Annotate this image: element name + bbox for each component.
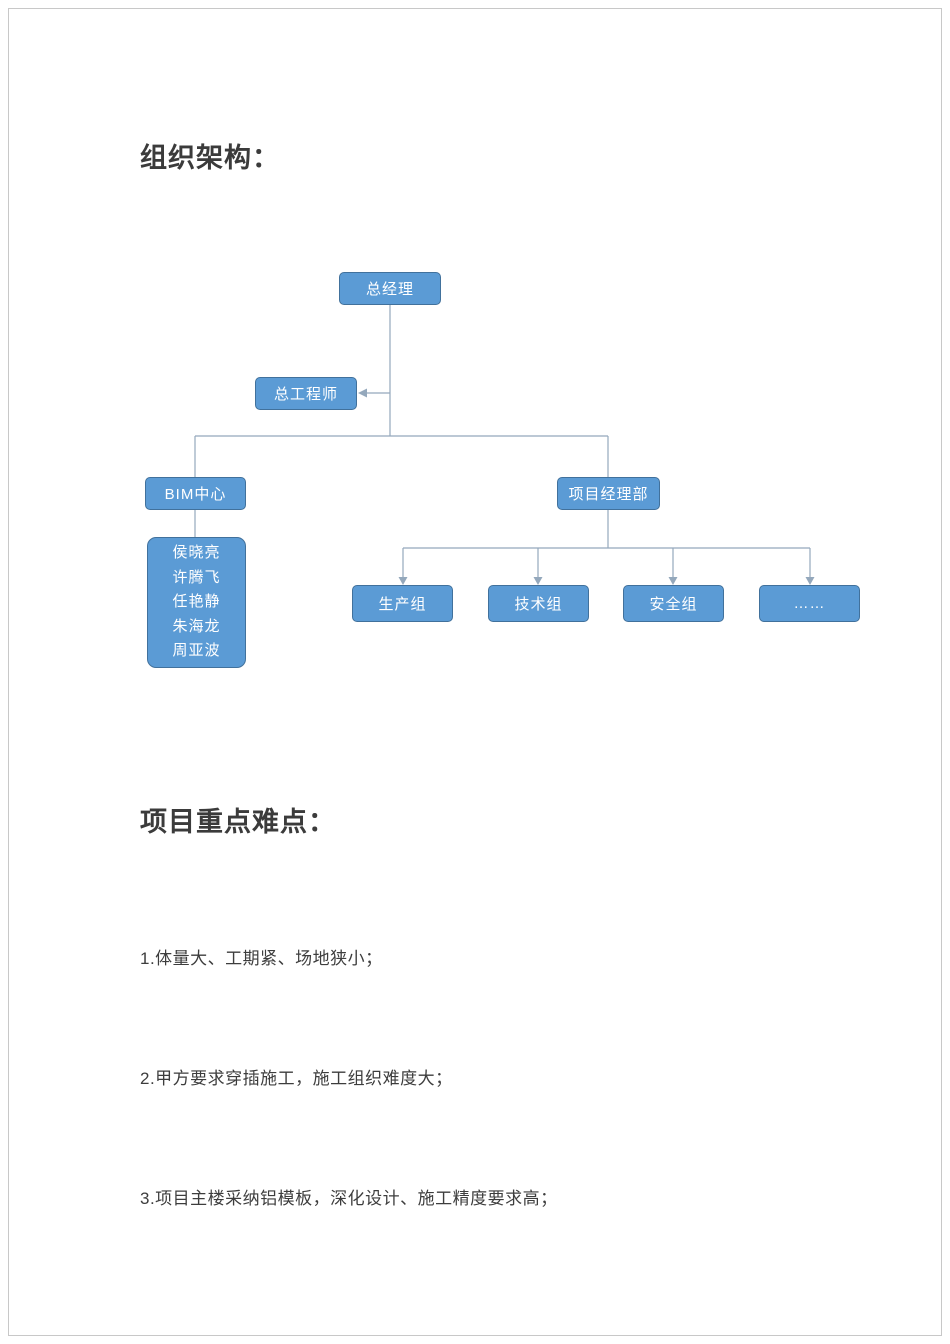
org-node-bim-members-list: 侯晓亮 许腾飞 任艳静 朱海龙 周亚波 xyxy=(147,537,246,668)
org-node-technology-group: 技术组 xyxy=(488,585,589,622)
org-node-production-group: 生产组 xyxy=(352,585,453,622)
bim-member-name: 侯晓亮 xyxy=(172,544,221,562)
difficulty-point-1: 1.体量大、工期紧、场地狭小； xyxy=(140,949,383,968)
bim-member-name: 朱海龙 xyxy=(172,617,221,635)
bim-member-name: 周亚波 xyxy=(172,642,221,660)
org-node-bim-center: BIM中心 xyxy=(145,477,246,510)
org-node-ellipsis-group: …… xyxy=(759,585,860,622)
bim-member-name: 任艳静 xyxy=(172,593,221,611)
section-heading-key-difficulties: 项目重点难点： xyxy=(140,807,336,837)
org-node-safety-group: 安全组 xyxy=(623,585,724,622)
bim-member-name: 许腾飞 xyxy=(172,568,221,586)
difficulty-point-2: 2.甲方要求穿插施工，施工组织难度大； xyxy=(140,1069,453,1088)
page-border xyxy=(8,8,942,1336)
org-node-project-manager-dept: 项目经理部 xyxy=(557,477,660,510)
section-heading-org-structure: 组织架构： xyxy=(140,143,280,173)
org-node-chief-engineer: 总工程师 xyxy=(255,377,357,410)
org-node-general-manager: 总经理 xyxy=(339,272,441,305)
difficulty-point-3: 3.项目主楼采纳铝模板，深化设计、施工精度要求高； xyxy=(140,1189,558,1208)
